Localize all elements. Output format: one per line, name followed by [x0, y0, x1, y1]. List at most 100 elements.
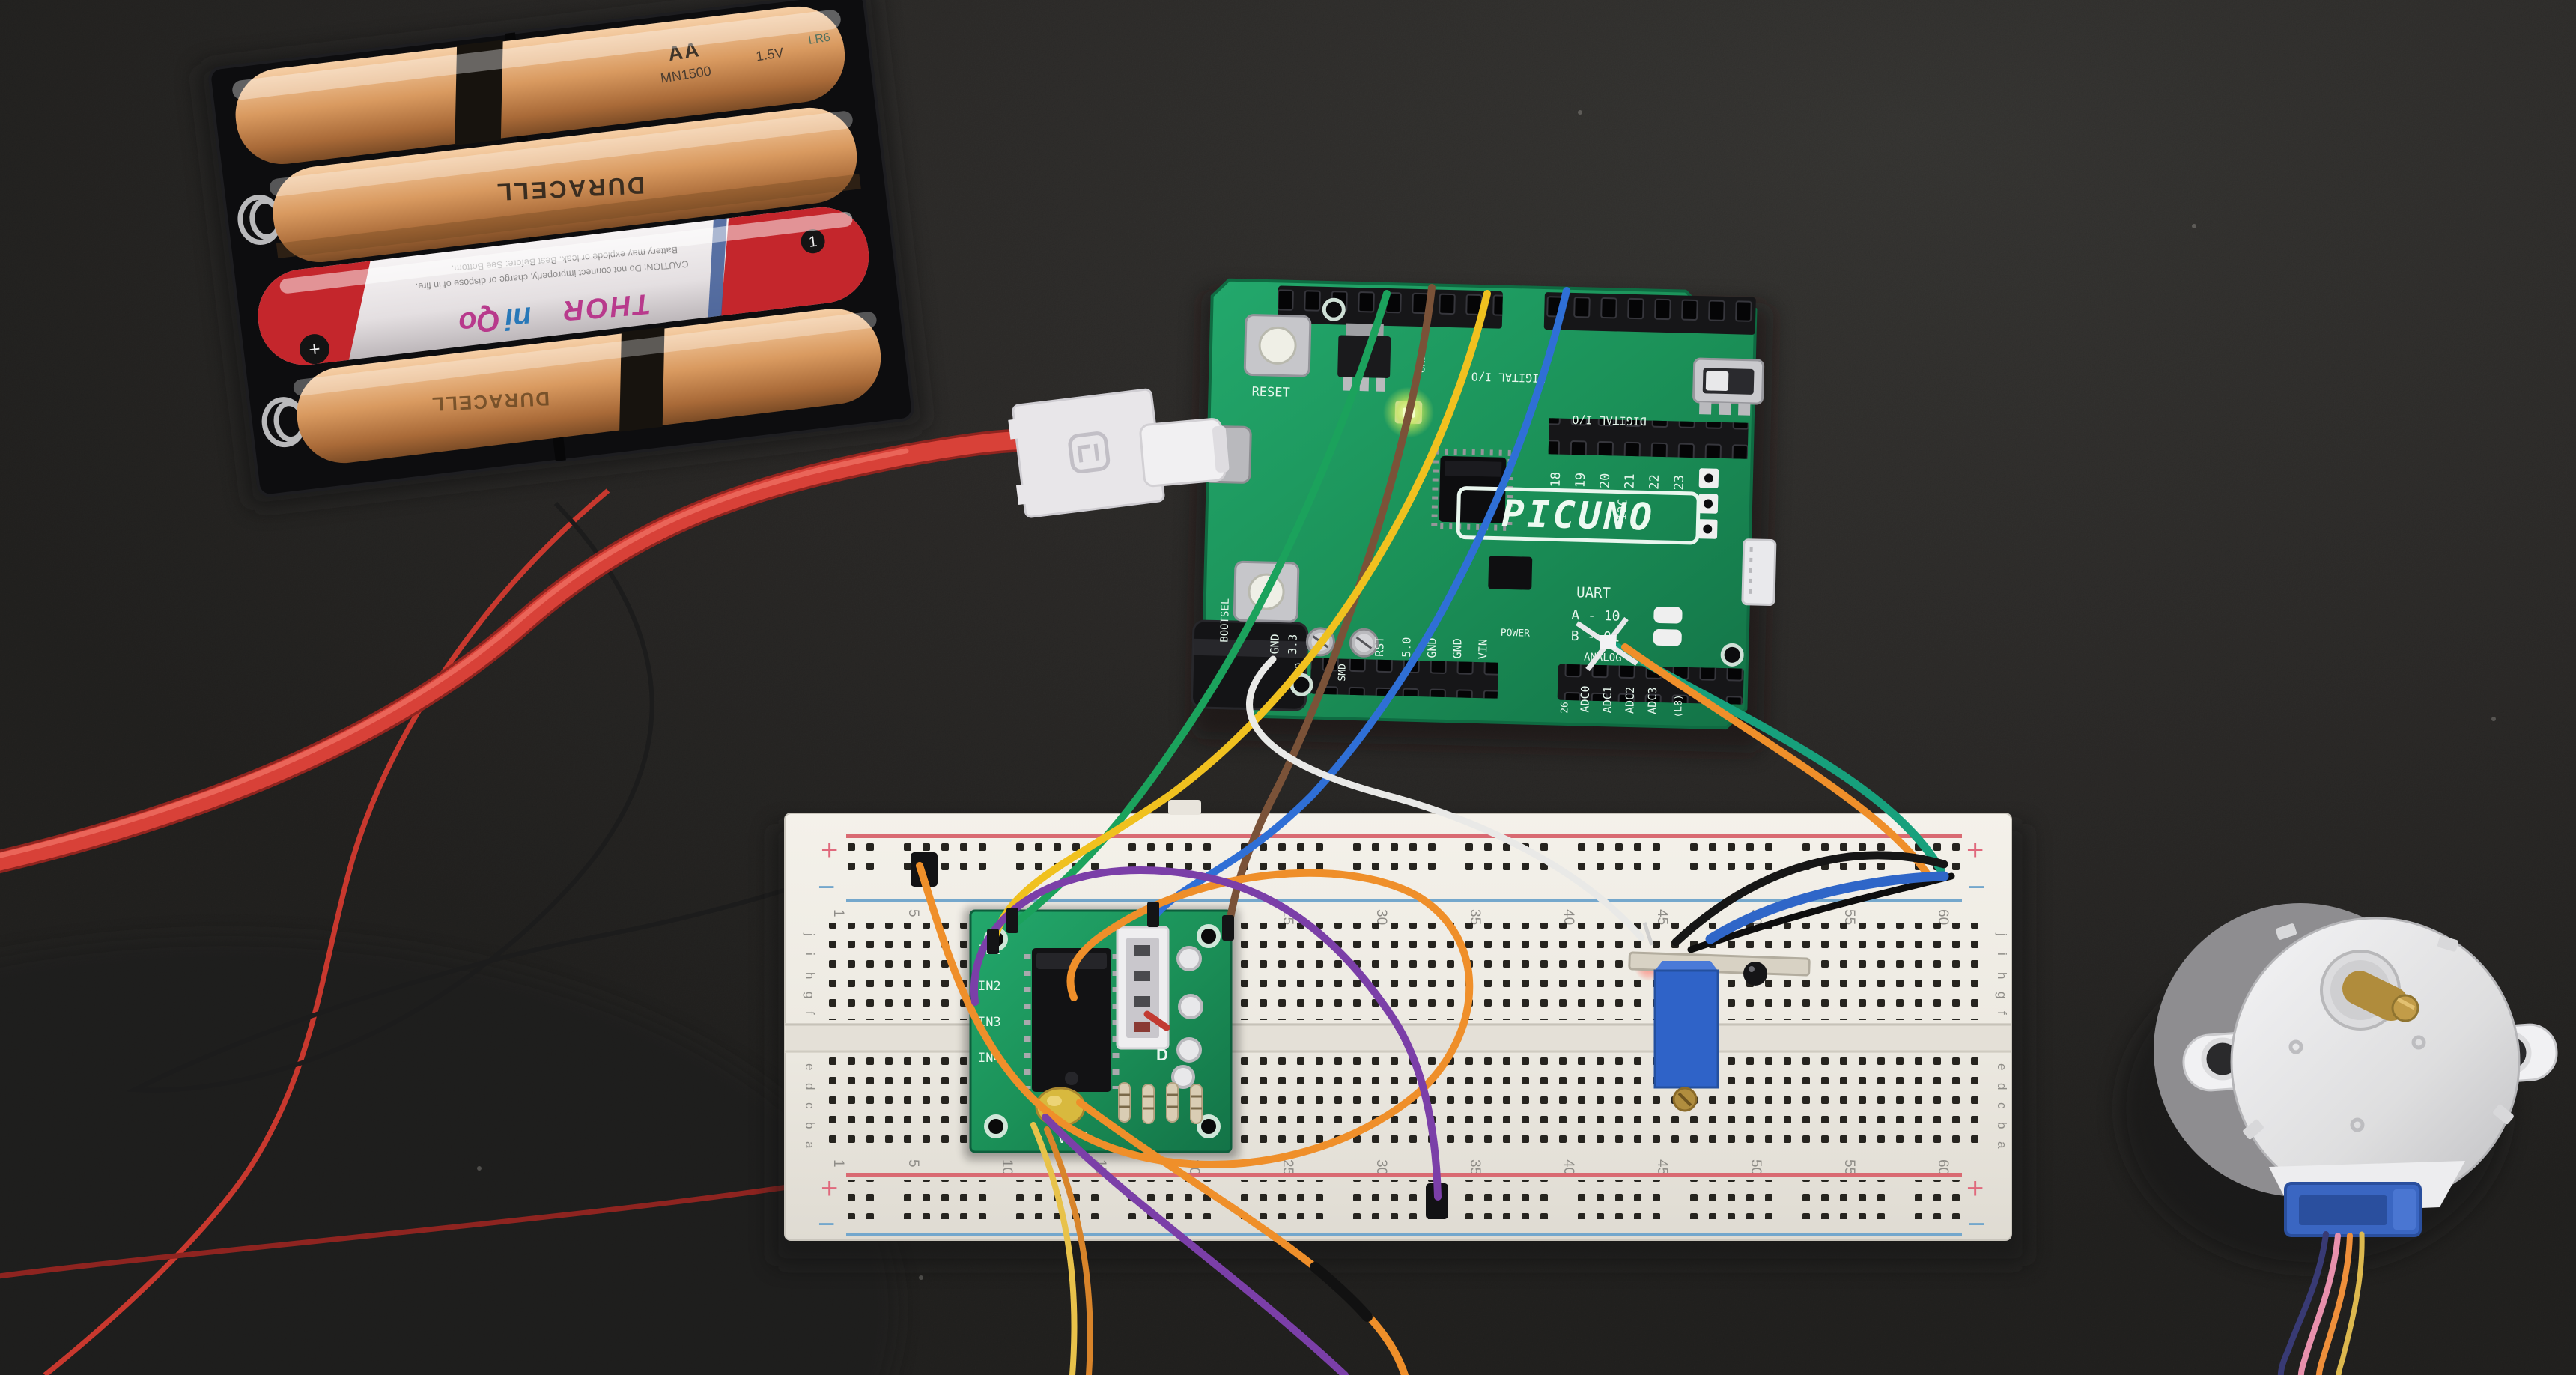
driver-jst-socket: [1116, 926, 1170, 1050]
cap-silk-label: SMD: [1337, 664, 1349, 682]
svg-text:g: g: [1995, 992, 2009, 998]
rail-plus-mark: +: [821, 834, 838, 866]
battery-4-duracell: DURACELL: [261, 309, 881, 464]
svg-text:d: d: [803, 1083, 817, 1090]
rail-holes: [842, 1180, 1965, 1219]
svg-text:3.3: 3.3: [1286, 634, 1300, 655]
svg-text:19: 19: [1573, 473, 1588, 488]
svg-text:A - 10: A - 10: [1571, 607, 1620, 625]
battery-size-label: AA: [666, 38, 702, 65]
green-jumper-wire: [1009, 290, 1391, 929]
svg-text:j: j: [1995, 932, 2009, 936]
jst-side-connector: [1741, 538, 1777, 607]
black-rail-wire-2: [1687, 872, 1955, 953]
svg-text:30: 30: [1373, 909, 1389, 925]
svg-text:a: a: [803, 1141, 817, 1149]
trimmer-potentiometer-assembly: [1628, 922, 1811, 1112]
pcb-mounting-hole: [1289, 297, 1744, 696]
reset-label: RESET: [1251, 385, 1290, 401]
svg-text:40: 40: [1561, 1159, 1576, 1175]
svg-text:23: 23: [1672, 475, 1687, 491]
yellow-exit-wire: [1030, 1122, 1078, 1375]
battery-1-duracell: AA MN1500 1.5V LR6: [232, 6, 845, 165]
svg-text:18: 18: [1549, 472, 1564, 488]
svg-text:e: e: [803, 1063, 817, 1070]
svg-text:f: f: [1995, 1011, 2009, 1015]
stepper-motor: [2119, 903, 2558, 1375]
digital-io-silk: DIGITAL I/O: [1471, 370, 1546, 385]
purple-exit-wire: [1042, 1114, 1349, 1375]
svg-text:21: 21: [1623, 473, 1638, 489]
digital-io-silk: DIGITAL I/O: [1572, 413, 1647, 428]
svg-text:60: 60: [1935, 909, 1951, 925]
zip-tie: [1576, 616, 1638, 672]
trimmer-top-face: [1655, 961, 1718, 971]
svg-text:30: 30: [1373, 1159, 1389, 1175]
svg-text:5.0: 5.0: [1400, 637, 1414, 658]
flash-chip: [1488, 556, 1533, 590]
uln2003-dip-ic: [1024, 948, 1120, 1092]
black-rail-wire-1: [1671, 851, 1948, 947]
motor-wires: [2277, 1231, 2365, 1375]
breadboard-bottom-rail: + − + −: [818, 1172, 1985, 1241]
battery-polarity-mark: [299, 334, 329, 365]
svg-text:1: 1: [830, 909, 846, 917]
svg-text:45: 45: [1654, 1159, 1670, 1175]
motor-connector: [2284, 1182, 2422, 1237]
power-silk: GND 3.3 RST 5.0 GND GND VIN POWER: [1268, 628, 1531, 660]
picuno-board: RESET BOOTSEL: [1191, 278, 1777, 753]
battery-niqo-label-qo: Qo: [458, 303, 502, 339]
motor-wire-pink: [2297, 1233, 2341, 1375]
battery-1-band: [455, 40, 503, 146]
svg-text:25: 25: [1280, 1159, 1295, 1175]
bootsel-label: BOOTSEL: [1218, 598, 1231, 643]
slide-switch: [1692, 357, 1765, 416]
rail-plus-line: [846, 834, 1962, 838]
motor-crimp-tabs: [2243, 923, 2514, 1140]
battery-niqo-label-ni: ni: [503, 300, 533, 336]
svg-text:POWER: POWER: [1501, 628, 1531, 640]
battery-black-lead-wire: [126, 501, 827, 1093]
svg-text:55: 55: [1841, 1159, 1857, 1175]
svg-text:h: h: [1995, 972, 2009, 979]
driver-led: [1171, 946, 1203, 1089]
breadboard-interlock-tab: [1168, 800, 1201, 815]
motor-wire-yellow: [2336, 1231, 2365, 1375]
pin-numbers-silk: 18 19 20 21 22 23: [1549, 472, 1687, 491]
svg-text:h: h: [803, 972, 817, 979]
svg-text:GND: GND: [1450, 638, 1465, 659]
rail-minus-mark: −: [1968, 871, 1985, 904]
svg-text:(L8): (L8): [1673, 694, 1685, 718]
trimmer-body: [1653, 969, 1719, 1089]
aux-pads: [1698, 468, 1719, 539]
svg-text:1: 1: [830, 1159, 846, 1168]
motor-face-marks: [2288, 1035, 2426, 1132]
sensor-dome-icon: [1743, 962, 1767, 986]
svg-text:26: 26: [1559, 702, 1570, 714]
battery-pack: AA MN1500 1.5V LR6 DURACELL THOR ni Qo C…: [196, 0, 928, 509]
rail-minus-mark: −: [818, 1208, 835, 1241]
jumper-pin-housings: [987, 902, 1234, 954]
svg-text:ADC2: ADC2: [1623, 687, 1637, 714]
svg-text:35: 35: [1467, 909, 1483, 925]
svg-text:a: a: [1995, 1141, 2009, 1149]
svg-text:GND: GND: [1268, 634, 1282, 655]
svg-text:60: 60: [1935, 1159, 1951, 1175]
rail-plus-mark: +: [1966, 834, 1984, 866]
motor-wire-blue: [2277, 1231, 2329, 1375]
driver-red-wire-stub: [1143, 1010, 1170, 1031]
picuno-logo: PICUNO: [1456, 486, 1701, 545]
svg-text:40: 40: [1561, 909, 1576, 925]
svg-text:i: i: [803, 953, 817, 956]
rail-minus-line: [846, 1233, 1962, 1236]
svg-text:c: c: [803, 1102, 817, 1109]
svg-text:PICUNO: PICUNO: [1501, 492, 1656, 539]
dark-red-jumper-wire: [0, 1171, 877, 1279]
svg-text:d: d: [1995, 1083, 2009, 1090]
brown-jumper-wire: [1224, 284, 1436, 934]
desk-shadow-corner: [0, 936, 899, 1375]
rail-minus-mark: −: [1968, 1208, 1985, 1241]
svg-text:RST: RST: [1373, 637, 1387, 658]
orange-exit-wire-2: [1044, 1126, 1093, 1375]
